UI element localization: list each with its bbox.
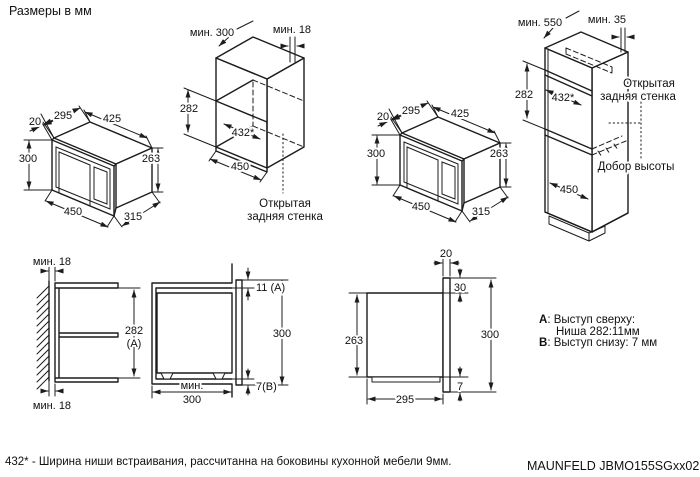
leader-dotted-lines bbox=[608, 101, 642, 159]
dim-niche-width: 432* bbox=[552, 92, 575, 104]
dim-total-depth: 315 bbox=[124, 211, 142, 223]
height-filler-label: Добор высоты bbox=[598, 161, 675, 173]
dim-front-height: 300 bbox=[481, 329, 499, 341]
tall-cabinet-drawing: мин. 550 мин. 35 282 432* 450 Открытая з… bbox=[513, 10, 678, 242]
dim-body-depth: 295 bbox=[54, 110, 72, 122]
wall-cabinet-body bbox=[215, 36, 305, 194]
legend-text-b: : Выступ снизу: 7 мм bbox=[547, 337, 658, 350]
oven-3d-drawing-left: 20 295 425 300 263 450 315 bbox=[17, 105, 164, 228]
legend: A: Выступ сверху: Ниша 282:11мм B: Высту… bbox=[539, 314, 658, 350]
legend-line-b: B: Выступ снизу: 7 мм bbox=[539, 337, 658, 350]
dim-compartment-width: 450 bbox=[560, 184, 578, 196]
oven-side-dimension-lines bbox=[348, 258, 497, 405]
dim-min-depth: мин. 300 bbox=[190, 27, 234, 39]
wall-hatching bbox=[36, 280, 50, 390]
dim-front-depth: 20 bbox=[440, 248, 452, 260]
dim-min-depth-word: мин. bbox=[181, 380, 204, 392]
dim-min-panel: мин. 35 bbox=[588, 14, 626, 26]
dim-body-width: 425 bbox=[103, 113, 121, 125]
dim-niche-height: 282 bbox=[180, 103, 198, 115]
oven-3d-dimension-lines bbox=[23, 105, 164, 228]
cabinet-section-outline bbox=[151, 263, 233, 398]
dim-top-overhang: 30 bbox=[454, 282, 466, 294]
install-dimension-lines bbox=[151, 267, 289, 399]
install-section-drawing: 11 (A) 300 7(B) мин. 300 bbox=[151, 263, 293, 408]
oven-side-drawing: 20 30 263 300 7 295 bbox=[343, 246, 501, 408]
dim-opening-width: 450 bbox=[231, 161, 249, 173]
open-back-label-line1: Открытая bbox=[259, 198, 311, 210]
wall-cabinet-dimension-lines bbox=[183, 20, 305, 183]
oven-side-body bbox=[366, 277, 451, 393]
wall-cabinet-drawing: мин. 300 мин. 18 282 432* 450 Открытая з… bbox=[178, 20, 325, 225]
legend-text-a: : Выступ сверху: bbox=[547, 314, 636, 326]
niche-section-outline bbox=[54, 282, 119, 383]
side-niche-drawing: мин. 18 мин. 18 282 (A) bbox=[31, 254, 145, 414]
dim-min-depth-value: 300 bbox=[183, 394, 201, 406]
dim-min-depth: мин. 550 bbox=[518, 17, 562, 29]
dim-bottom-overhang: 7 bbox=[457, 381, 463, 393]
legend-key-a: A bbox=[539, 314, 548, 326]
oven-3d-drawing-right bbox=[367, 101, 511, 222]
oven-section bbox=[156, 279, 243, 386]
legend-line-a: A: Выступ сверху: bbox=[539, 314, 657, 327]
dim-niche-height: 282 bbox=[515, 89, 533, 101]
dim-niche-height: 282 bbox=[125, 325, 143, 337]
dim-min-gap-top: мин. 18 bbox=[33, 256, 71, 268]
dim-min-gap-bottom: мин. 18 bbox=[33, 400, 71, 412]
dim-niche-height-ref: (A) bbox=[127, 338, 142, 350]
oven-front-frame bbox=[442, 277, 451, 393]
dim-body-depth: 295 bbox=[396, 394, 414, 406]
dim-body-height: 263 bbox=[345, 335, 363, 347]
legend-key-b: B bbox=[539, 337, 548, 350]
model-number: MAUNFELD JBMO155SGxx02 bbox=[527, 459, 700, 473]
dim-min-panel: мин. 18 bbox=[273, 24, 311, 36]
oven-3d-body bbox=[51, 121, 153, 217]
dim-front-height: 300 bbox=[273, 328, 291, 340]
oven-front-frame bbox=[235, 279, 243, 386]
dim-top-protrusion: 11 (A) bbox=[256, 282, 285, 294]
dim-front-height: 300 bbox=[19, 153, 37, 165]
page-title: Размеры в мм bbox=[9, 4, 92, 18]
open-back-label-line2: задняя стенка bbox=[247, 211, 323, 223]
open-back-label-line1: Открытая bbox=[623, 78, 675, 90]
footnote: 432* - Ширина ниши встраивания, рассчита… bbox=[5, 456, 452, 468]
dim-body-height: 263 bbox=[142, 153, 160, 165]
dim-front-width: 450 bbox=[64, 206, 82, 218]
tall-cabinet-dimension-lines bbox=[522, 10, 635, 200]
dim-bottom-protrusion: 7(B) bbox=[256, 381, 277, 393]
dim-front-depth: 20 bbox=[29, 116, 41, 128]
tall-cabinet-body bbox=[544, 31, 642, 242]
dim-niche-width: 432* bbox=[232, 127, 255, 139]
side-niche-dimension-lines bbox=[40, 265, 141, 397]
legend-line-a2: Ниша 282:11мм bbox=[556, 325, 640, 338]
open-back-label-line2: задняя стенка bbox=[600, 91, 676, 103]
